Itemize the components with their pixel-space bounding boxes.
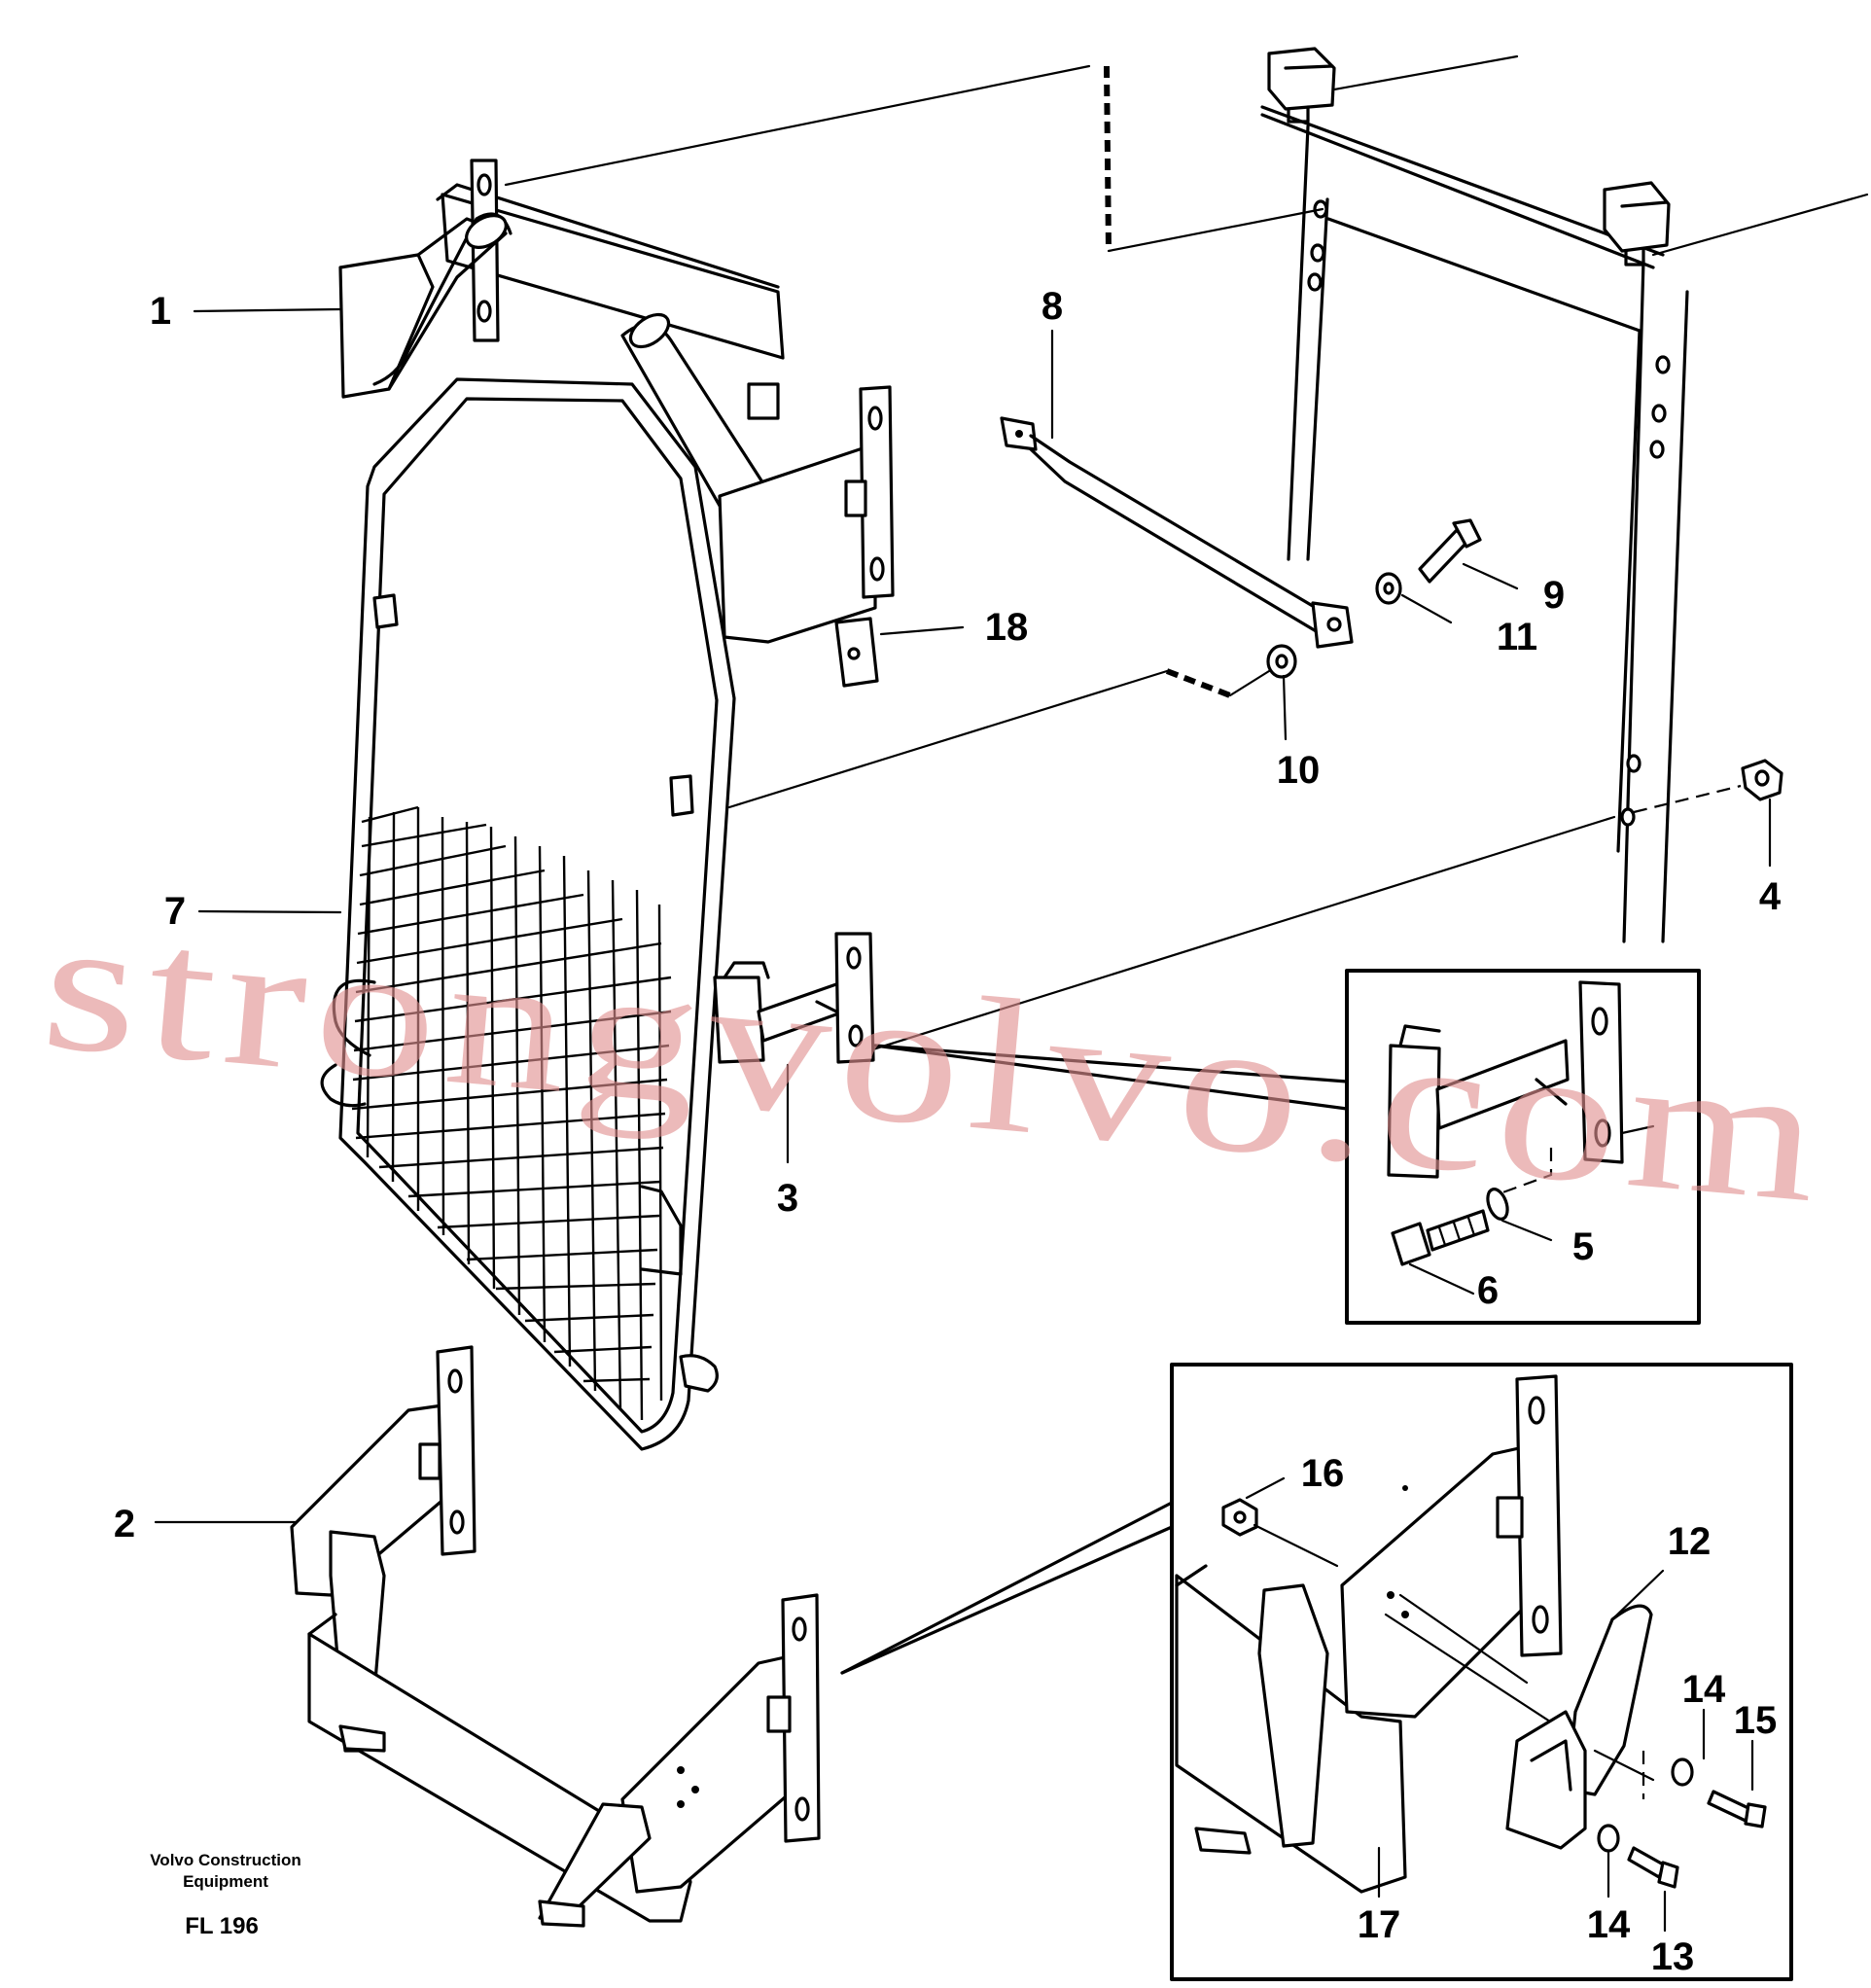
callout-2: 2 bbox=[114, 1503, 135, 1545]
callout-9: 9 bbox=[1543, 574, 1565, 617]
wire-mesh bbox=[351, 805, 672, 1421]
callout-6: 6 bbox=[1477, 1269, 1499, 1312]
callout-18: 18 bbox=[985, 606, 1029, 649]
part-11-washer bbox=[1375, 572, 1402, 605]
part-10-nut bbox=[1266, 644, 1297, 679]
part-1-top-bracket bbox=[338, 159, 895, 644]
callout-13: 13 bbox=[1651, 1935, 1695, 1978]
credit-block: Volvo Construction Equipment FL 196 bbox=[150, 1851, 301, 1939]
part-7-mesh-guard bbox=[320, 377, 736, 1451]
callout-17: 17 bbox=[1358, 1903, 1401, 1946]
credit-line-2: Equipment bbox=[183, 1872, 268, 1891]
callout-11: 11 bbox=[1497, 616, 1537, 658]
callout-3: 3 bbox=[777, 1177, 798, 1220]
work-lamp-right bbox=[1603, 181, 1671, 266]
part-9-bolt bbox=[1418, 518, 1482, 584]
detail-box-bolt bbox=[1345, 969, 1701, 1325]
detail-box-latch bbox=[1170, 1363, 1793, 1981]
part-8-stay-bar bbox=[1000, 416, 1354, 649]
credit-line-1: Volvo Construction bbox=[150, 1851, 301, 1869]
assembly-lines bbox=[504, 64, 1742, 1054]
part-4-nut bbox=[1741, 759, 1783, 801]
work-lamp-left bbox=[1267, 47, 1336, 124]
callout-14-lower: 14 bbox=[1587, 1903, 1631, 1946]
part-2-lower-bracket bbox=[290, 1345, 821, 1928]
callout-4: 4 bbox=[1759, 875, 1782, 918]
part-3-side-bracket bbox=[713, 932, 875, 1164]
callout-10: 10 bbox=[1277, 749, 1321, 792]
callout-leaders bbox=[154, 307, 1772, 1933]
callout-16: 16 bbox=[1301, 1452, 1345, 1495]
callout-7: 7 bbox=[164, 890, 186, 933]
callout-15: 15 bbox=[1734, 1699, 1778, 1742]
post-holes bbox=[1307, 199, 1671, 827]
callout-5: 5 bbox=[1572, 1225, 1594, 1268]
part-18-clip bbox=[834, 617, 879, 688]
callout-14-upper: 14 bbox=[1682, 1668, 1726, 1711]
callout-1: 1 bbox=[150, 290, 171, 333]
watermark: strongvolvo.com bbox=[35, 877, 1836, 1244]
callout-8: 8 bbox=[1041, 285, 1063, 328]
leader-lines bbox=[840, 1044, 1349, 1675]
cab-frame bbox=[1260, 47, 1869, 943]
callout-12: 12 bbox=[1668, 1520, 1712, 1563]
figure-reference: FL 196 bbox=[185, 1913, 259, 1939]
callout-labels: 1 2 3 4 5 6 7 8 9 10 11 12 13 14 14 15 1… bbox=[114, 285, 1782, 1978]
